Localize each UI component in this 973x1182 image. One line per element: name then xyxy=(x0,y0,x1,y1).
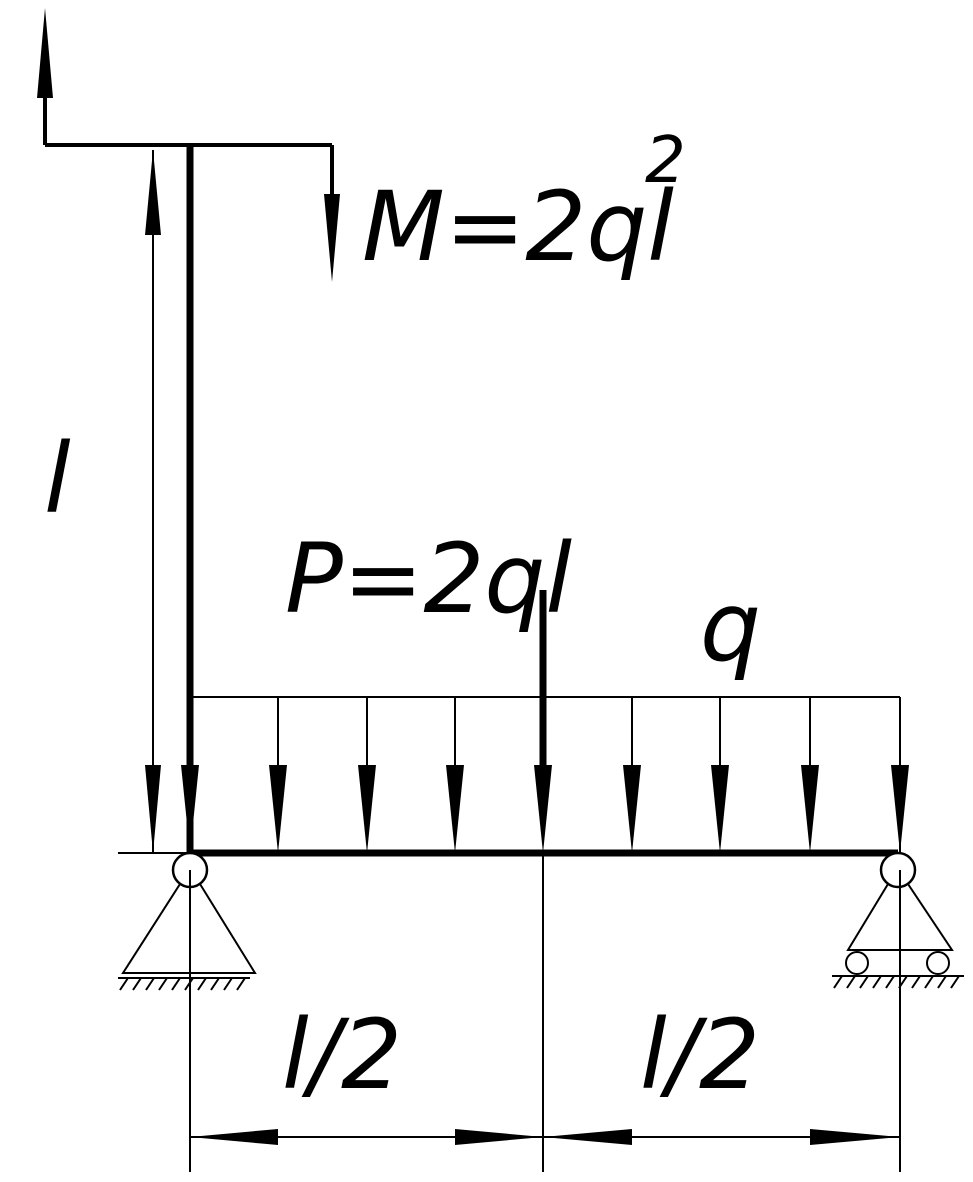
moment-label: M=2ql xyxy=(362,171,674,283)
moment-up-arrow xyxy=(37,8,53,145)
left-span-label: l/2 xyxy=(282,999,402,1111)
load-arrow xyxy=(711,697,729,853)
point-load-arrow xyxy=(534,590,552,853)
roller-support-icon xyxy=(832,851,964,989)
force-label: P=2ql xyxy=(285,523,572,635)
load-arrow xyxy=(801,697,819,853)
moment-down-arrow xyxy=(324,145,340,282)
right-span-label: l/2 xyxy=(640,999,760,1111)
load-label: q xyxy=(700,571,761,683)
load-arrow xyxy=(269,697,287,853)
load-arrow xyxy=(446,697,464,853)
load-arrow xyxy=(181,765,199,853)
load-arrow xyxy=(623,697,641,853)
height-dimension xyxy=(118,150,190,854)
height-label: l xyxy=(44,423,71,535)
distributed-load xyxy=(181,696,909,853)
load-arrow xyxy=(891,765,909,853)
span-dimension xyxy=(189,853,901,1172)
pin-support-icon xyxy=(118,851,257,991)
moment-exponent: 2 xyxy=(645,124,686,198)
load-arrow xyxy=(358,697,376,853)
